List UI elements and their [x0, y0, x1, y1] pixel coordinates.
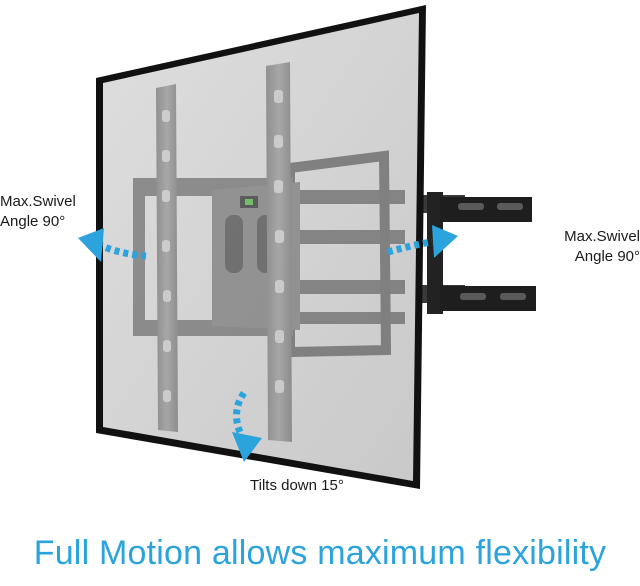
left-swivel-label-line2: Angle 90° [0, 213, 66, 230]
right-swivel-label-line2: Angle 90° [574, 248, 640, 265]
left-swivel-label-line1: Max.Swivel [0, 193, 76, 210]
right-swivel-arrow [387, 225, 458, 258]
wall-mount [133, 62, 405, 442]
caption-headline: Full Motion allows maximum flexibility [33, 534, 607, 572]
right-swivel-label-line1: Max.Swivel [564, 228, 640, 245]
left-swivel-label: Max.Swivel Angle 90° [0, 192, 100, 232]
tilt-label-text: Tilts down 15° [250, 477, 344, 494]
right-swivel-label: Max.Swivel Angle 90° [548, 227, 640, 267]
tilt-down-arrow [232, 390, 262, 462]
left-swivel-arrow [78, 228, 147, 262]
tilt-label: Tilts down 15° [250, 476, 410, 496]
wall-arm-bracket [405, 192, 536, 314]
